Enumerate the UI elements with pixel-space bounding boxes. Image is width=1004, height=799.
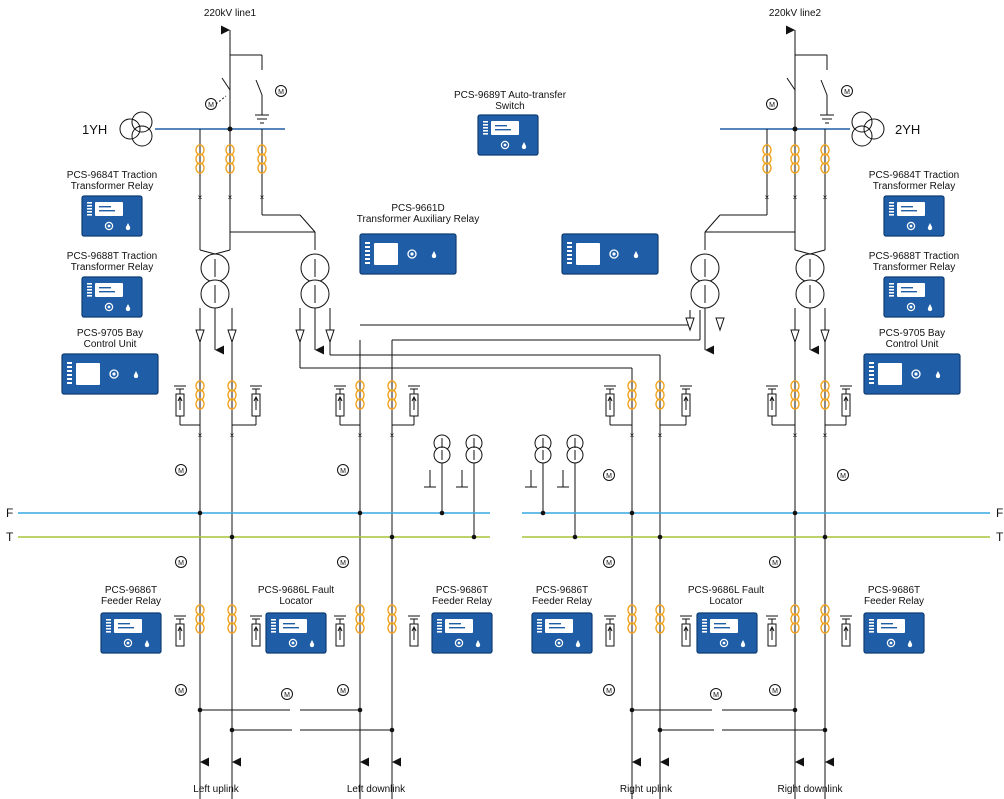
traction-9684-right-label-2: Transformer Relay — [873, 181, 955, 192]
svg-text:×: × — [630, 431, 635, 440]
feeder-1-label-1: PCS-9686T — [105, 585, 157, 596]
bus-t-label-right: T — [996, 530, 1004, 544]
transformer-left-label: 1YH — [82, 122, 107, 137]
output-arrows — [199, 740, 834, 767]
fault-locator-right-label-2: Locator — [709, 596, 743, 607]
feeder-relay-1[interactable]: PCS-9686T Feeder Relay — [100, 585, 162, 654]
station-transformer-right-icon — [851, 111, 885, 147]
bus-f-label-left: F — [6, 506, 13, 520]
feeder-relay-2[interactable]: PCS-9686T Feeder Relay — [431, 585, 493, 654]
feeder-2-label-1: PCS-9686T — [436, 585, 488, 596]
bay-control-unit-right[interactable]: PCS-9705 Bay Control Unit — [863, 328, 961, 395]
line1-feed — [205, 25, 287, 128]
left-uplink-label: Left uplink — [193, 784, 240, 795]
line1-label: 220kV line1 — [204, 8, 257, 19]
transformer-aux-label-1: PCS-9661D — [391, 203, 444, 214]
left-downlink-label: Left downlink — [347, 784, 406, 795]
fault-locator-right[interactable]: PCS-9686L Fault Locator — [688, 585, 765, 654]
fault-locator-left-label-1: PCS-9686L Fault — [258, 585, 335, 596]
traction-9684-left-label-2: Transformer Relay — [71, 181, 153, 192]
svg-text:×: × — [823, 193, 828, 202]
station-transformer-left-icon — [119, 111, 153, 147]
transformer-aux-label-2: Transformer Auxiliary Relay — [357, 214, 479, 225]
left-bay-wiring: × × × — [173, 129, 701, 799]
feeder-relay-3[interactable]: PCS-9686T Feeder Relay — [531, 585, 593, 654]
traction-9684-left-label-1: PCS-9684T Traction — [67, 170, 157, 181]
bus-t-label-left: T — [6, 530, 14, 544]
auto-transfer-label-2: Switch — [495, 101, 524, 112]
feeder-3-label-1: PCS-9686T — [536, 585, 588, 596]
bay-control-right-label-1: PCS-9705 Bay — [879, 328, 945, 339]
feeder-2-label-2: Feeder Relay — [432, 596, 492, 607]
bay-control-left-label-2: Control Unit — [84, 339, 137, 350]
feeder-3-label-2: Feeder Relay — [532, 596, 592, 607]
bay-control-left-label-1: PCS-9705 Bay — [77, 328, 143, 339]
feeder-1-label-2: Feeder Relay — [101, 596, 161, 607]
fault-locator-left-label-2: Locator — [279, 596, 313, 607]
right-downlink-label: Right downlink — [777, 784, 843, 795]
svg-text:×: × — [793, 193, 798, 202]
line2-label: 220kV line2 — [769, 8, 822, 19]
svg-text:×: × — [228, 193, 233, 202]
svg-text:×: × — [765, 193, 770, 202]
traction-relay-9684-left[interactable]: PCS-9684T Traction Transformer Relay — [67, 170, 157, 237]
bay-control-unit-left[interactable]: PCS-9705 Bay Control Unit — [61, 328, 159, 395]
right-bay-wiring: × × × × × × × — [525, 129, 853, 799]
traction-relay-9688-right[interactable]: PCS-9688T Traction Transformer Relay — [869, 251, 959, 318]
svg-text:×: × — [230, 431, 235, 440]
transformer-aux-relay-right[interactable] — [561, 233, 659, 275]
bus-f-label-right: F — [996, 506, 1003, 520]
feeder-4-label-1: PCS-9686T — [868, 585, 920, 596]
svg-text:×: × — [823, 431, 828, 440]
line2-feed — [766, 25, 853, 128]
traction-relay-9684-right[interactable]: PCS-9684T Traction Transformer Relay — [869, 170, 959, 237]
traction-9684-right-label-1: PCS-9684T Traction — [869, 170, 959, 181]
svg-text:×: × — [198, 193, 203, 202]
svg-text:×: × — [198, 431, 203, 440]
traction-9688-left-label-1: PCS-9688T Traction — [67, 251, 157, 262]
auto-transfer-relay[interactable]: PCS-9689T Auto-transfer Switch — [454, 90, 567, 156]
bay-control-right-label-2: Control Unit — [886, 339, 939, 350]
fault-locator-left[interactable]: PCS-9686L Fault Locator — [258, 585, 335, 654]
transformer-aux-relay[interactable]: PCS-9661D Transformer Auxiliary Relay — [357, 203, 479, 275]
svg-text:×: × — [260, 193, 265, 202]
transformer-right-label: 2YH — [895, 122, 920, 137]
feeder-relay-4[interactable]: PCS-9686T Feeder Relay — [863, 585, 925, 654]
right-uplink-label: Right uplink — [620, 784, 673, 795]
svg-text:×: × — [793, 431, 798, 440]
svg-text:×: × — [358, 431, 363, 440]
traction-relay-9688-left[interactable]: PCS-9688T Traction Transformer Relay — [67, 251, 157, 318]
svg-text:×: × — [658, 431, 663, 440]
feeder-4-label-2: Feeder Relay — [864, 596, 924, 607]
svg-text:×: × — [390, 431, 395, 440]
traction-9688-right-label-1: PCS-9688T Traction — [869, 251, 959, 262]
fault-locator-right-label-1: PCS-9686L Fault — [688, 585, 765, 596]
traction-9688-right-label-2: Transformer Relay — [873, 262, 955, 273]
auto-transfer-label-1: PCS-9689T Auto-transfer — [454, 90, 567, 101]
traction-9688-left-label-2: Transformer Relay — [71, 262, 153, 273]
